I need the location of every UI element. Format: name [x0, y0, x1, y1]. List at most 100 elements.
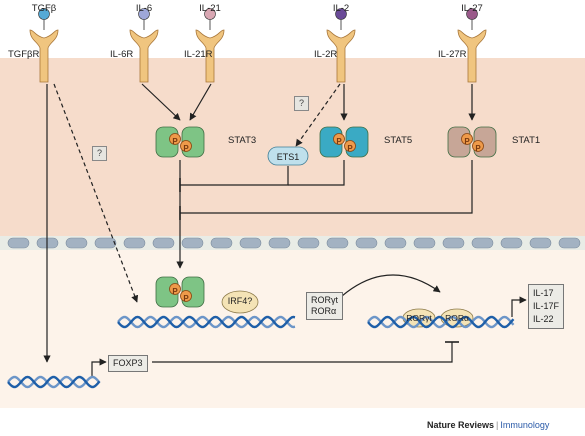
phospho-label-stat1-b: P — [475, 144, 481, 153]
il6r-to-stat3-arrow — [141, 83, 181, 121]
stat5-inhibition — [288, 160, 345, 186]
ligand-label-il2: IL-2 — [332, 3, 350, 14]
phospho-group — [472, 140, 484, 152]
nuclear-pore — [123, 237, 146, 249]
stat1-inhibition — [180, 160, 473, 214]
dna-strand — [367, 315, 515, 329]
nuclear-pore — [181, 237, 204, 249]
journal-separator: | — [496, 420, 499, 430]
nuclear-pore — [7, 237, 30, 249]
receptor-il2r — [326, 8, 356, 83]
nuclear-pore — [297, 237, 320, 249]
ligand-label-il21: IL-21 — [199, 3, 221, 14]
phospho-label-stat1-a: P — [464, 137, 470, 146]
ligand-ball — [335, 8, 347, 20]
ligand-label-il6: IL-6 — [135, 3, 153, 14]
cytokine-genes-box: IL-17 IL-17F IL-22 — [528, 284, 565, 329]
ror-box-line-1: RORγt — [311, 295, 338, 305]
phospho-label-stat3-a: P — [172, 137, 178, 146]
stat5-label: STAT5 — [384, 135, 413, 146]
receptor-label-tgfbr: TGFβR — [8, 49, 40, 60]
nuclear-pore — [210, 237, 233, 249]
journal-section: Immunology — [500, 420, 550, 430]
nuclear-pore — [239, 237, 262, 249]
phospho-group — [333, 133, 345, 145]
receptor-body — [129, 29, 159, 83]
dna-strand — [7, 375, 101, 389]
tgfbr-dashed-arrow — [53, 83, 139, 303]
phospho-group — [461, 133, 473, 145]
receptor-il6r — [129, 8, 159, 83]
dna-strand-il17-genes — [367, 315, 515, 329]
il17-promoter-arrow — [511, 296, 527, 317]
receptor-tgfbr — [29, 8, 59, 83]
dna-strand — [367, 315, 515, 329]
il2r-to-ets1-dashed-arrow — [295, 83, 341, 147]
irf4-ellipse — [221, 290, 259, 314]
nuclear-pore — [268, 237, 291, 249]
receptor-body — [457, 29, 487, 83]
ligand-ball — [138, 8, 150, 20]
stat-dimers — [155, 126, 497, 328]
unknown-box-il2: ? — [294, 96, 309, 111]
phospho-label-stat5-b: P — [347, 144, 353, 153]
nuclear-pore — [413, 237, 436, 249]
ligand-ball — [204, 8, 216, 20]
cytokine-il17f: IL-17F — [533, 301, 560, 311]
ror-expression-arrow — [341, 274, 441, 297]
ligand-ball — [38, 8, 50, 20]
phospho-label-stat3-b: P — [183, 144, 189, 153]
dna-strand-il17-regulatory — [117, 315, 296, 329]
unknown-box-tgfb: ? — [92, 146, 107, 161]
nuclear-pores — [7, 237, 581, 249]
nuclear-pore — [152, 237, 175, 249]
ligand-label-il27: IL-27 — [461, 3, 483, 14]
cytokine-il17: IL-17 — [533, 288, 554, 298]
nuclear-pore — [94, 237, 117, 249]
nuclear-envelope — [0, 236, 585, 250]
ets1-pill — [267, 146, 309, 166]
phospho-group — [180, 290, 192, 302]
stat3-dimer — [155, 126, 205, 158]
nuclear-pore — [65, 237, 88, 249]
phospho-group — [169, 283, 181, 295]
nuclear-pore — [326, 237, 349, 249]
dna-strand — [7, 375, 101, 389]
il21r-to-stat3-arrow — [189, 83, 212, 121]
nuclear-stat3-dimer — [155, 276, 205, 308]
stat3-label: STAT3 — [228, 135, 257, 146]
receptor-body — [326, 29, 356, 83]
receptor-il21r — [195, 8, 225, 83]
ligand-ball — [466, 8, 478, 20]
foxp3-inhibition — [152, 342, 453, 363]
dna-strand-foxp3 — [7, 375, 101, 389]
dna-strand — [117, 315, 296, 329]
dna-strands — [7, 315, 515, 389]
receptor-body — [29, 29, 59, 83]
receptor-il27r — [457, 8, 487, 83]
receptors — [29, 8, 487, 83]
nuclear-pore — [471, 237, 494, 249]
phospho-label-nuclear-a: P — [172, 287, 178, 296]
stat1-dimer — [447, 126, 497, 158]
phospho-group — [344, 140, 356, 152]
receptor-label-il6r: IL-6R — [110, 49, 134, 60]
signal-arrows — [43, 83, 527, 376]
phospho-label-stat5-a: P — [336, 137, 342, 146]
ligand-label-tgfb: TGFβ — [31, 3, 57, 14]
ror-box-line-2: RORα — [311, 306, 337, 316]
foxp3-promoter-arrow — [91, 358, 107, 376]
nuclear-pore — [500, 237, 523, 249]
irf4-label: IRF4? — [227, 296, 253, 306]
cytokine-il22: IL-22 — [533, 314, 554, 324]
journal-name: Nature Reviews — [427, 420, 495, 430]
nuclear-pore — [442, 237, 465, 249]
stat1-label: STAT1 — [512, 135, 541, 146]
rorgt-bound-label: RORγt — [406, 313, 432, 323]
ets1-label: ETS1 — [276, 152, 300, 162]
stat5-dimer — [319, 126, 369, 158]
journal-credit: Nature Reviews|Immunology — [427, 420, 549, 430]
phospho-group — [180, 140, 192, 152]
